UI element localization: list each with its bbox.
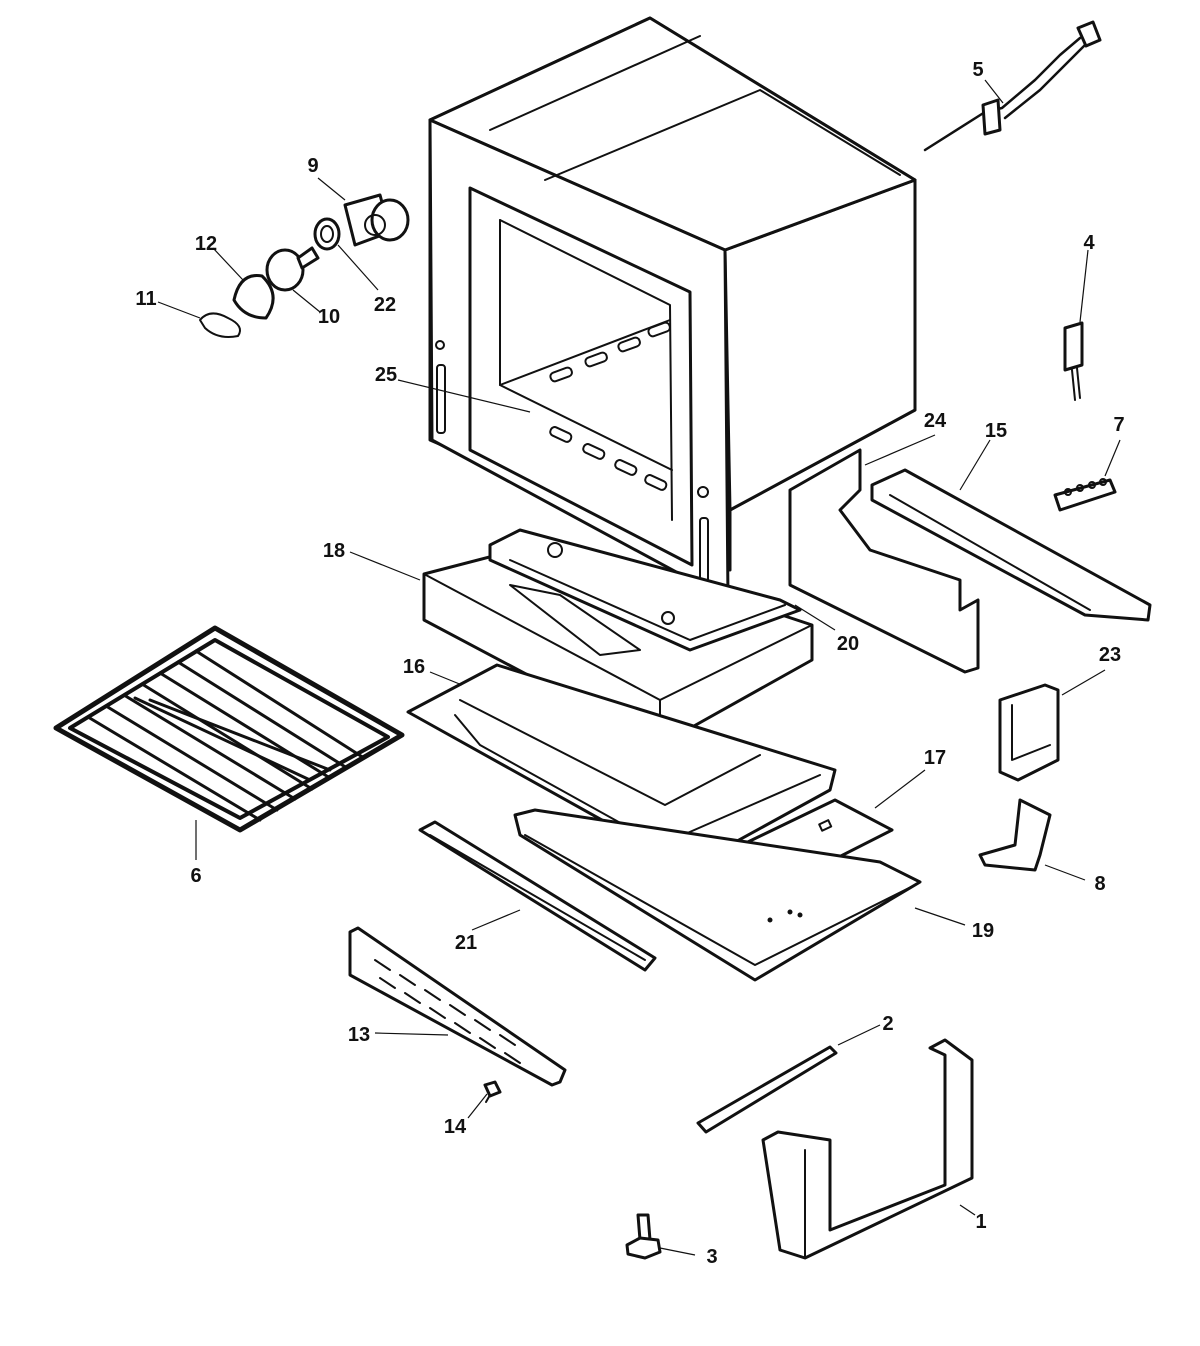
- vent-slots: [374, 959, 521, 1064]
- light-bulb: [265, 246, 320, 292]
- power-cord: [923, 20, 1102, 152]
- callout-21: 21: [455, 932, 477, 954]
- wire-channel: [870, 468, 1152, 622]
- base-bracket: [761, 1038, 974, 1260]
- lower-panel: [513, 808, 922, 982]
- callout-17: 17: [924, 747, 946, 769]
- callout-20: 20: [837, 633, 859, 655]
- screw: [483, 1080, 502, 1103]
- trim-bar: [418, 820, 657, 972]
- callout-25: 25: [375, 364, 397, 386]
- oven-bottom-tray: [406, 663, 837, 870]
- callout-10: 10: [318, 306, 340, 328]
- callout-9: 9: [307, 155, 318, 177]
- callout-14: 14: [444, 1116, 467, 1138]
- socket-ring: [313, 217, 341, 251]
- callout-23: 23: [1099, 644, 1121, 666]
- callout-15: 15: [985, 420, 1007, 442]
- light-lens: [232, 274, 275, 320]
- switch-sensor: [1063, 321, 1084, 401]
- bottom-frame: [488, 528, 802, 656]
- spring-clip: [978, 798, 1052, 872]
- callout-22: 22: [374, 294, 396, 316]
- callout-6: 6: [190, 865, 201, 887]
- callout-5: 5: [972, 59, 983, 81]
- oven-rack: [53, 625, 405, 833]
- side-shield: [788, 448, 980, 674]
- callout-7: 7: [1113, 414, 1124, 436]
- oven-cavity: [428, 16, 917, 602]
- callout-3: 3: [706, 1246, 717, 1268]
- callout-11: 11: [135, 288, 156, 310]
- callout-2: 2: [882, 1013, 893, 1035]
- light-socket: [343, 193, 410, 247]
- rack-supports: [549, 321, 671, 491]
- callout-1: 1: [975, 1211, 986, 1233]
- support-rail: [696, 1045, 838, 1134]
- callout-12: 12: [195, 233, 217, 255]
- leveling-leg: [625, 1213, 662, 1260]
- terminal-block: [1053, 478, 1117, 512]
- callout-19: 19: [972, 920, 994, 942]
- terminal-bracket: [998, 683, 1060, 782]
- callout-labels: 1 2 3 4 5 6 7 8 9 10 11 12 13 14 15 16 1…: [135, 59, 1124, 1268]
- leader-lines: [157, 79, 1121, 1256]
- callout-4: 4: [1083, 232, 1095, 254]
- callout-18: 18: [323, 540, 345, 562]
- vent-panel: [348, 926, 567, 1087]
- callout-13: 13: [348, 1024, 370, 1046]
- callout-16: 16: [403, 656, 425, 678]
- callout-24: 24: [924, 410, 947, 432]
- rack-bars: [86, 649, 366, 822]
- lens-retainer: [199, 312, 241, 338]
- callout-8: 8: [1094, 873, 1105, 895]
